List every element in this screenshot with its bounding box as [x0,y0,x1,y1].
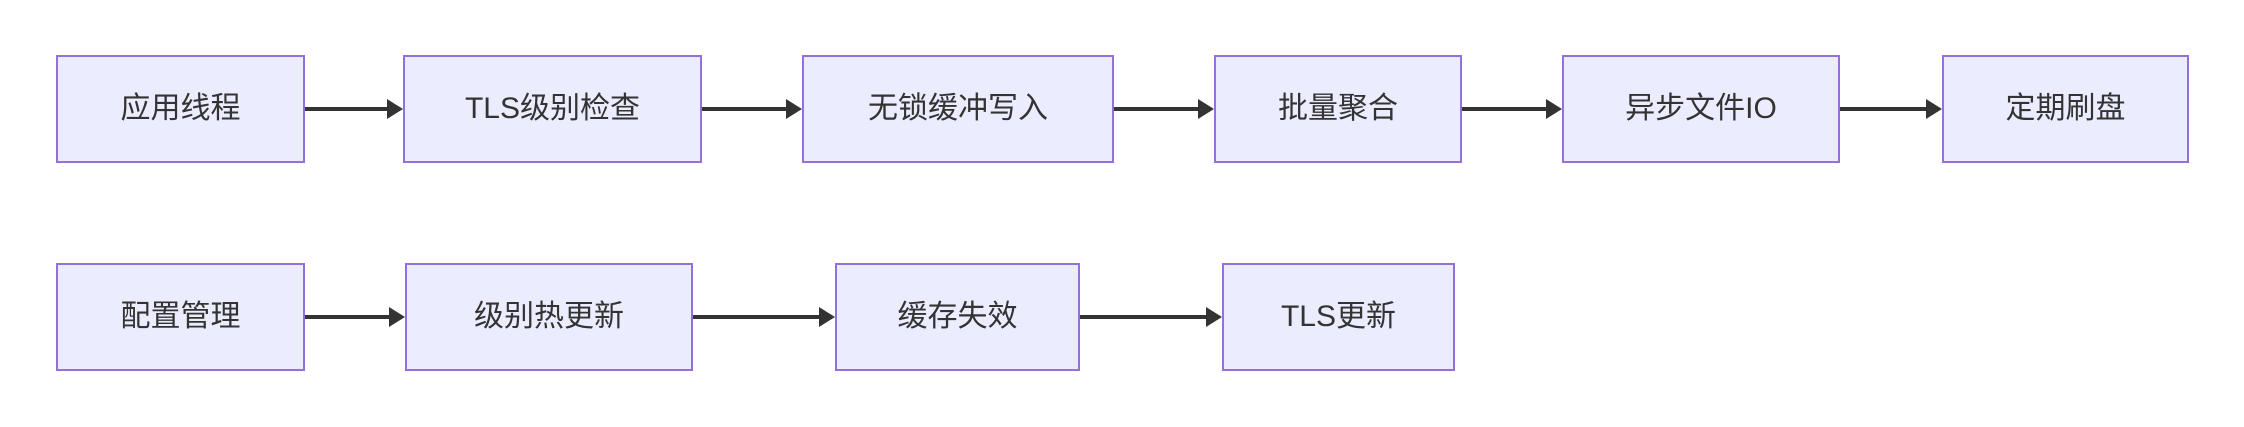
node-label: 定期刷盘 [2005,92,2126,125]
node-label: 应用线程 [120,92,241,125]
node-cache-invalidate: 缓存失效 [835,263,1080,371]
node-tls-level-check: TLS级别检查 [403,55,702,163]
node-level-hot-update: 级别热更新 [405,263,693,371]
node-label: 缓存失效 [897,300,1018,333]
arrow-level-hot-update-to-cache-invalidate [693,307,835,327]
node-config-management: 配置管理 [56,263,305,371]
node-label: 无锁缓冲写入 [868,92,1048,125]
arrow-config-management-to-level-hot-update [305,307,405,327]
node-app-thread: 应用线程 [56,55,305,163]
node-async-file-io: 异步文件IO [1562,55,1840,163]
arrow-async-file-io-to-periodic-flush [1840,99,1942,119]
node-label: 配置管理 [120,300,241,333]
arrow-batch-aggregate-to-async-file-io [1462,99,1562,119]
node-label: TLS更新 [1280,300,1397,333]
node-label: TLS级别检查 [464,92,641,125]
arrow-app-thread-to-tls-level-check [305,99,403,119]
node-periodic-flush: 定期刷盘 [1942,55,2189,163]
node-batch-aggregate: 批量聚合 [1214,55,1462,163]
arrow-tls-level-check-to-lockfree-buffer-write [702,99,802,119]
node-label: 批量聚合 [1278,92,1398,125]
arrow-lockfree-buffer-write-to-batch-aggregate [1114,99,1214,119]
node-tls-update: TLS更新 [1222,263,1455,371]
node-label: 级别热更新 [474,300,624,333]
arrow-cache-invalidate-to-tls-update [1080,307,1222,327]
node-lockfree-buffer-write: 无锁缓冲写入 [802,55,1114,163]
node-label: 异步文件IO [1625,92,1777,125]
